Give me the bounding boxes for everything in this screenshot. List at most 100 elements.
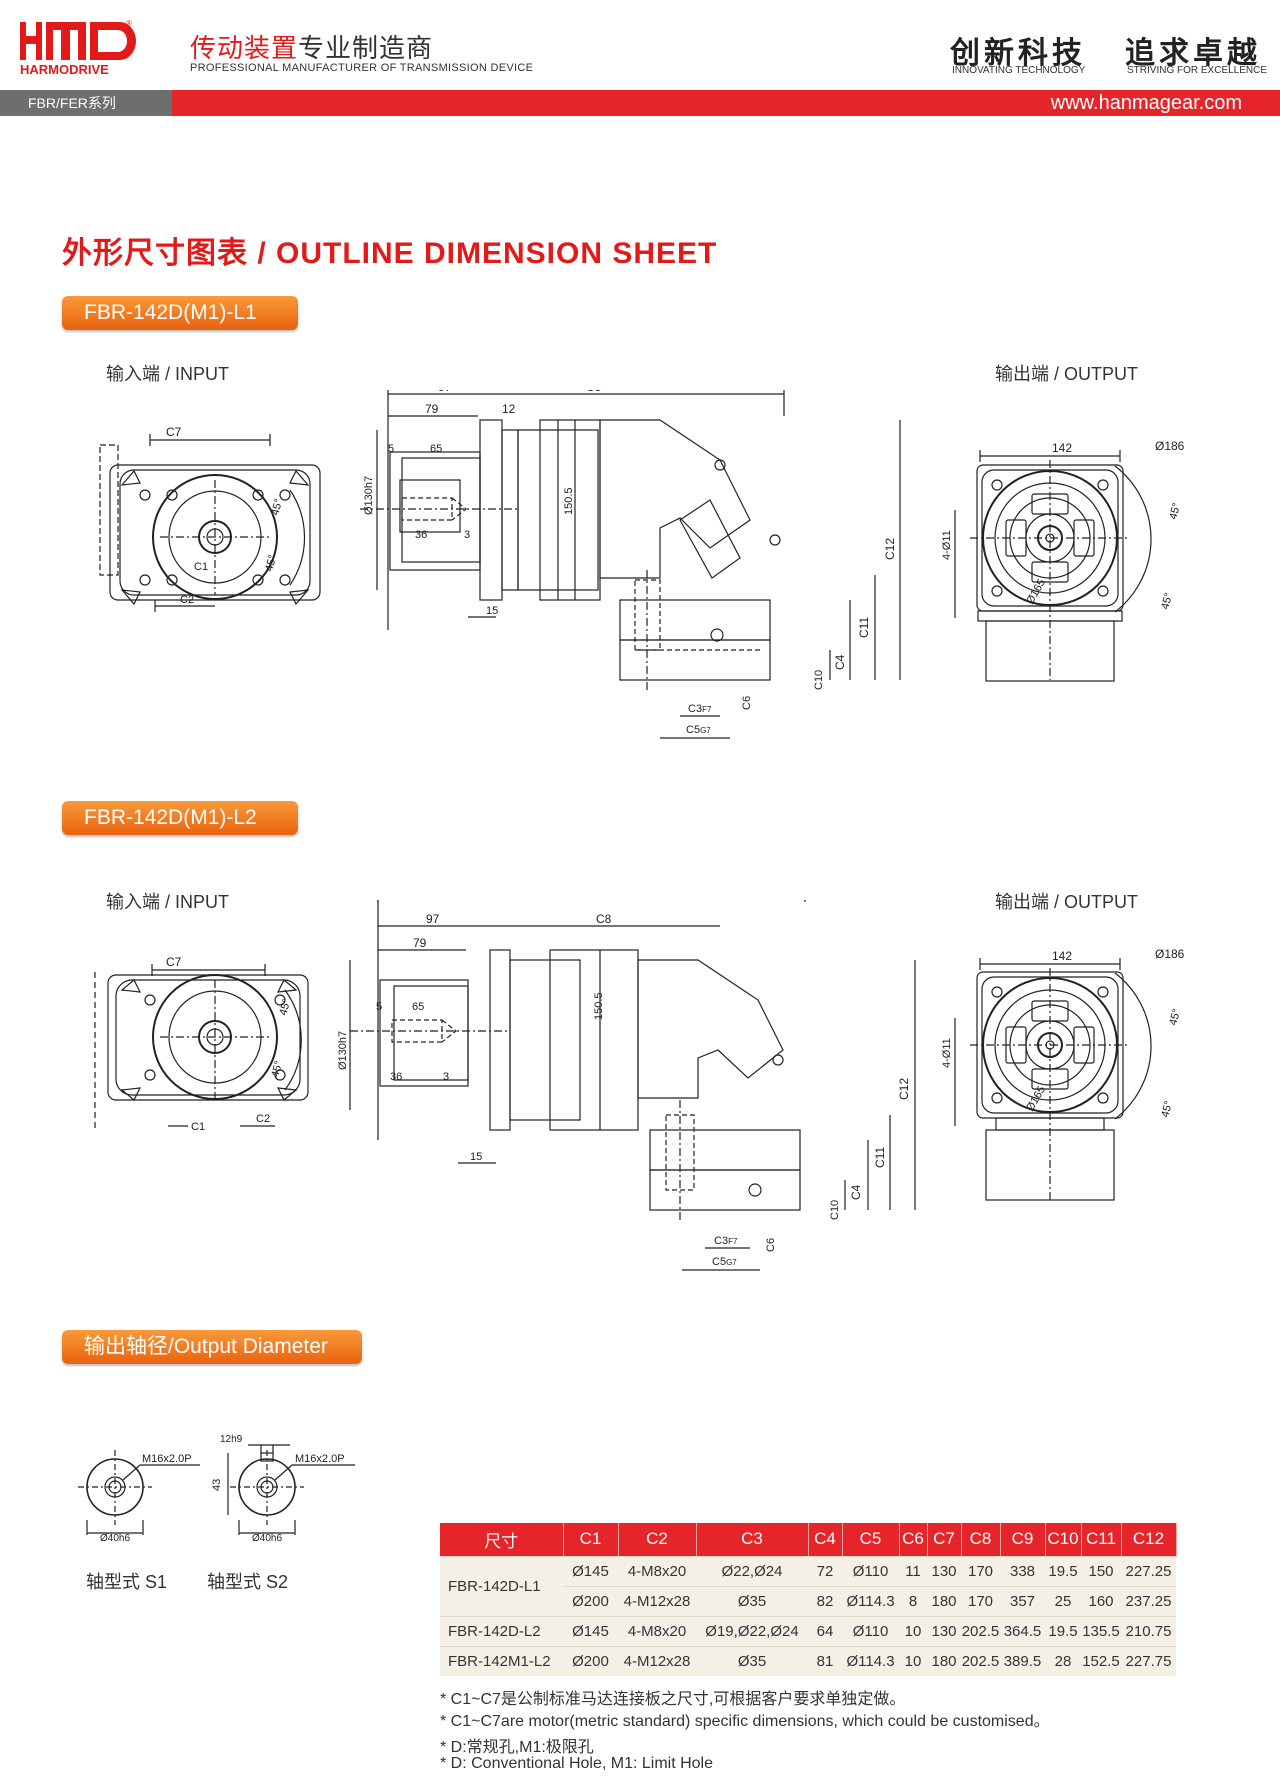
table-cell: Ø110: [842, 1615, 899, 1646]
motto-striving-en: STRIVING FOR EXCELLENCE: [1127, 65, 1268, 76]
svg-text:3: 3: [464, 529, 470, 541]
svg-text:Ø165: Ø165: [1024, 577, 1048, 606]
svg-text:C5G7: C5G7: [712, 1256, 737, 1268]
col-header: C1: [563, 1523, 619, 1556]
svg-text:C6: C6: [765, 1238, 777, 1252]
output-diameter-label: 输出轴径/Output Diameter: [62, 1330, 362, 1364]
output-end-view-l1: 142 Ø186 45° 45° Ø165 4-Ø11: [941, 439, 1185, 682]
input-label-l1: 输入端 / INPUT: [106, 364, 230, 384]
svg-text:M16x2.0P: M16x2.0P: [295, 1453, 345, 1465]
side-view-l2: C9 97 C8 79 5 65 36 3 Ø130h7 150.5 15 C1…: [337, 900, 916, 1271]
svg-text:142: 142: [1052, 441, 1072, 455]
table-cell: 81: [808, 1645, 842, 1676]
col-header: C8: [961, 1523, 1001, 1556]
table-cell: 4-M12x28: [618, 1585, 696, 1616]
output-end-view-l2: 142 Ø186 45° 45° Ø165 4-Ø11: [941, 947, 1185, 1201]
svg-text:C10: C10: [829, 1200, 841, 1220]
svg-text:Ø40h6: Ø40h6: [100, 1533, 130, 1544]
svg-text:45°: 45°: [1159, 592, 1175, 611]
svg-text:65: 65: [412, 1001, 424, 1013]
shaft-types-drawing: M16x2.0P Ø40h6 12h9 43 M16x2.0P Ø40h6: [78, 1434, 355, 1544]
series-tab: FBR/FER系列: [0, 90, 172, 116]
table-cell: 130: [927, 1555, 961, 1586]
svg-text:M16x2.0P: M16x2.0P: [142, 1453, 192, 1465]
svg-text:97: 97: [426, 912, 440, 926]
svg-text:C7: C7: [166, 955, 182, 969]
svg-text:45°: 45°: [269, 1060, 285, 1079]
col-header: C3: [696, 1523, 809, 1556]
dimension-table: 尺寸 C1 C2 C3 C4 C5 C6 C7 C8 C9 C10 C11 C1…: [440, 1523, 1177, 1676]
table-cell: 28: [1045, 1645, 1081, 1676]
svg-text:C3F7: C3F7: [714, 1235, 738, 1247]
motto-innovating: 创新科技: [950, 36, 1086, 71]
slogan-cn: 传动装置专业制造商: [190, 33, 434, 63]
motto-innovating-en: INNOVATING TECHNOLOGY: [952, 65, 1086, 76]
table-cell: Ø22,Ø24: [696, 1555, 808, 1586]
shaft-s1-label: 轴型式 S1: [86, 1572, 168, 1592]
table-cell: 160: [1081, 1585, 1121, 1616]
table-cell: 210.75: [1121, 1615, 1176, 1646]
shaft-s1: M16x2.0P Ø40h6: [78, 1450, 200, 1544]
table-cell: 130: [927, 1615, 961, 1646]
section-title: 外形尺寸图表 / OUTLINE DIMENSION SHEET: [62, 237, 718, 270]
svg-text:79: 79: [413, 936, 427, 950]
svg-text:45°: 45°: [277, 998, 293, 1017]
col-header: C11: [1081, 1523, 1122, 1556]
col-header: 尺寸: [440, 1523, 564, 1556]
table-header-row: 尺寸 C1 C2 C3 C4 C5 C6 C7 C8 C9 C10 C11 C1…: [440, 1523, 1177, 1556]
svg-text:45°: 45°: [1167, 1008, 1183, 1027]
svg-text:Ø130h7: Ø130h7: [337, 1031, 349, 1070]
slogan-en: PROFESSIONAL MANUFACTURER OF TRANSMISSIO…: [190, 62, 534, 74]
svg-text:HARMODRIVE: HARMODRIVE: [20, 62, 109, 77]
svg-text:45°: 45°: [1159, 1100, 1175, 1119]
motto-striving: 追求卓越: [1125, 36, 1261, 71]
svg-text:C8: C8: [596, 912, 612, 926]
col-header: C2: [618, 1523, 697, 1556]
table-cell: Ø19,Ø22,Ø24: [696, 1615, 808, 1646]
input-end-view-l1: C7 45° 45° C1 C2: [99, 425, 321, 612]
website-link[interactable]: www.hanmagear.com: [1050, 92, 1242, 114]
table-cell: 389.5: [1000, 1645, 1045, 1676]
svg-text:Ø186: Ø186: [1155, 947, 1185, 961]
table-cell: 170: [961, 1555, 1000, 1586]
svg-text:Ø130h7: Ø130h7: [363, 476, 375, 515]
table-cell: Ø35: [696, 1645, 808, 1676]
col-header: C10: [1045, 1523, 1082, 1556]
input-label-l2: 输入端 / INPUT: [106, 892, 230, 912]
table-cell: Ø110: [842, 1555, 899, 1586]
svg-text:®: ®: [126, 19, 132, 28]
svg-text:3: 3: [443, 1071, 449, 1083]
table-cell: 227.25: [1121, 1555, 1176, 1586]
col-header: C12: [1121, 1523, 1177, 1556]
svg-text:4-Ø11: 4-Ø11: [941, 1038, 953, 1068]
svg-text:65: 65: [430, 443, 442, 455]
output-label-l2: 输出端 / OUTPUT: [995, 892, 1138, 912]
svg-text:C4: C4: [833, 654, 847, 670]
svg-text:Ø40h6: Ø40h6: [252, 1533, 282, 1544]
svg-text:C11: C11: [857, 617, 871, 638]
svg-text:15: 15: [470, 1151, 482, 1163]
svg-text:45°: 45°: [1167, 502, 1183, 521]
table-cell: Ø200: [563, 1585, 618, 1616]
model-cell: FBR-142D-L1: [440, 1555, 563, 1616]
drawing-l2: C7 45° 45° C1 C2 C9 97 C8 79 5 65 36 3: [94, 900, 1185, 1271]
svg-text:C1: C1: [194, 561, 208, 573]
input-end-view-l2: C7 45° 45° C1 C2: [94, 955, 309, 1133]
table-cell: 19.5: [1045, 1615, 1081, 1646]
note-2: * C1~C7are motor(metric standard) specif…: [440, 1713, 1050, 1730]
table-cell: 227.75: [1121, 1645, 1176, 1676]
svg-text:C7: C7: [166, 425, 182, 439]
table-cell: 82: [808, 1585, 842, 1616]
table-cell: 357: [1000, 1585, 1045, 1616]
output-label-l1: 输出端 / OUTPUT: [995, 364, 1138, 384]
note-4: * D: Conventional Hole, M1: Limit Hole: [440, 1755, 714, 1772]
svg-text:45°: 45°: [269, 498, 285, 517]
svg-text:43: 43: [211, 1479, 223, 1491]
svg-text:15: 15: [486, 605, 498, 617]
table-cell: 202.5: [961, 1645, 1000, 1676]
svg-text:150.5: 150.5: [593, 992, 605, 1020]
col-header: C4: [808, 1523, 843, 1556]
model-cell: FBR-142M1-L2: [440, 1645, 563, 1676]
svg-text:C3F7: C3F7: [688, 703, 712, 715]
